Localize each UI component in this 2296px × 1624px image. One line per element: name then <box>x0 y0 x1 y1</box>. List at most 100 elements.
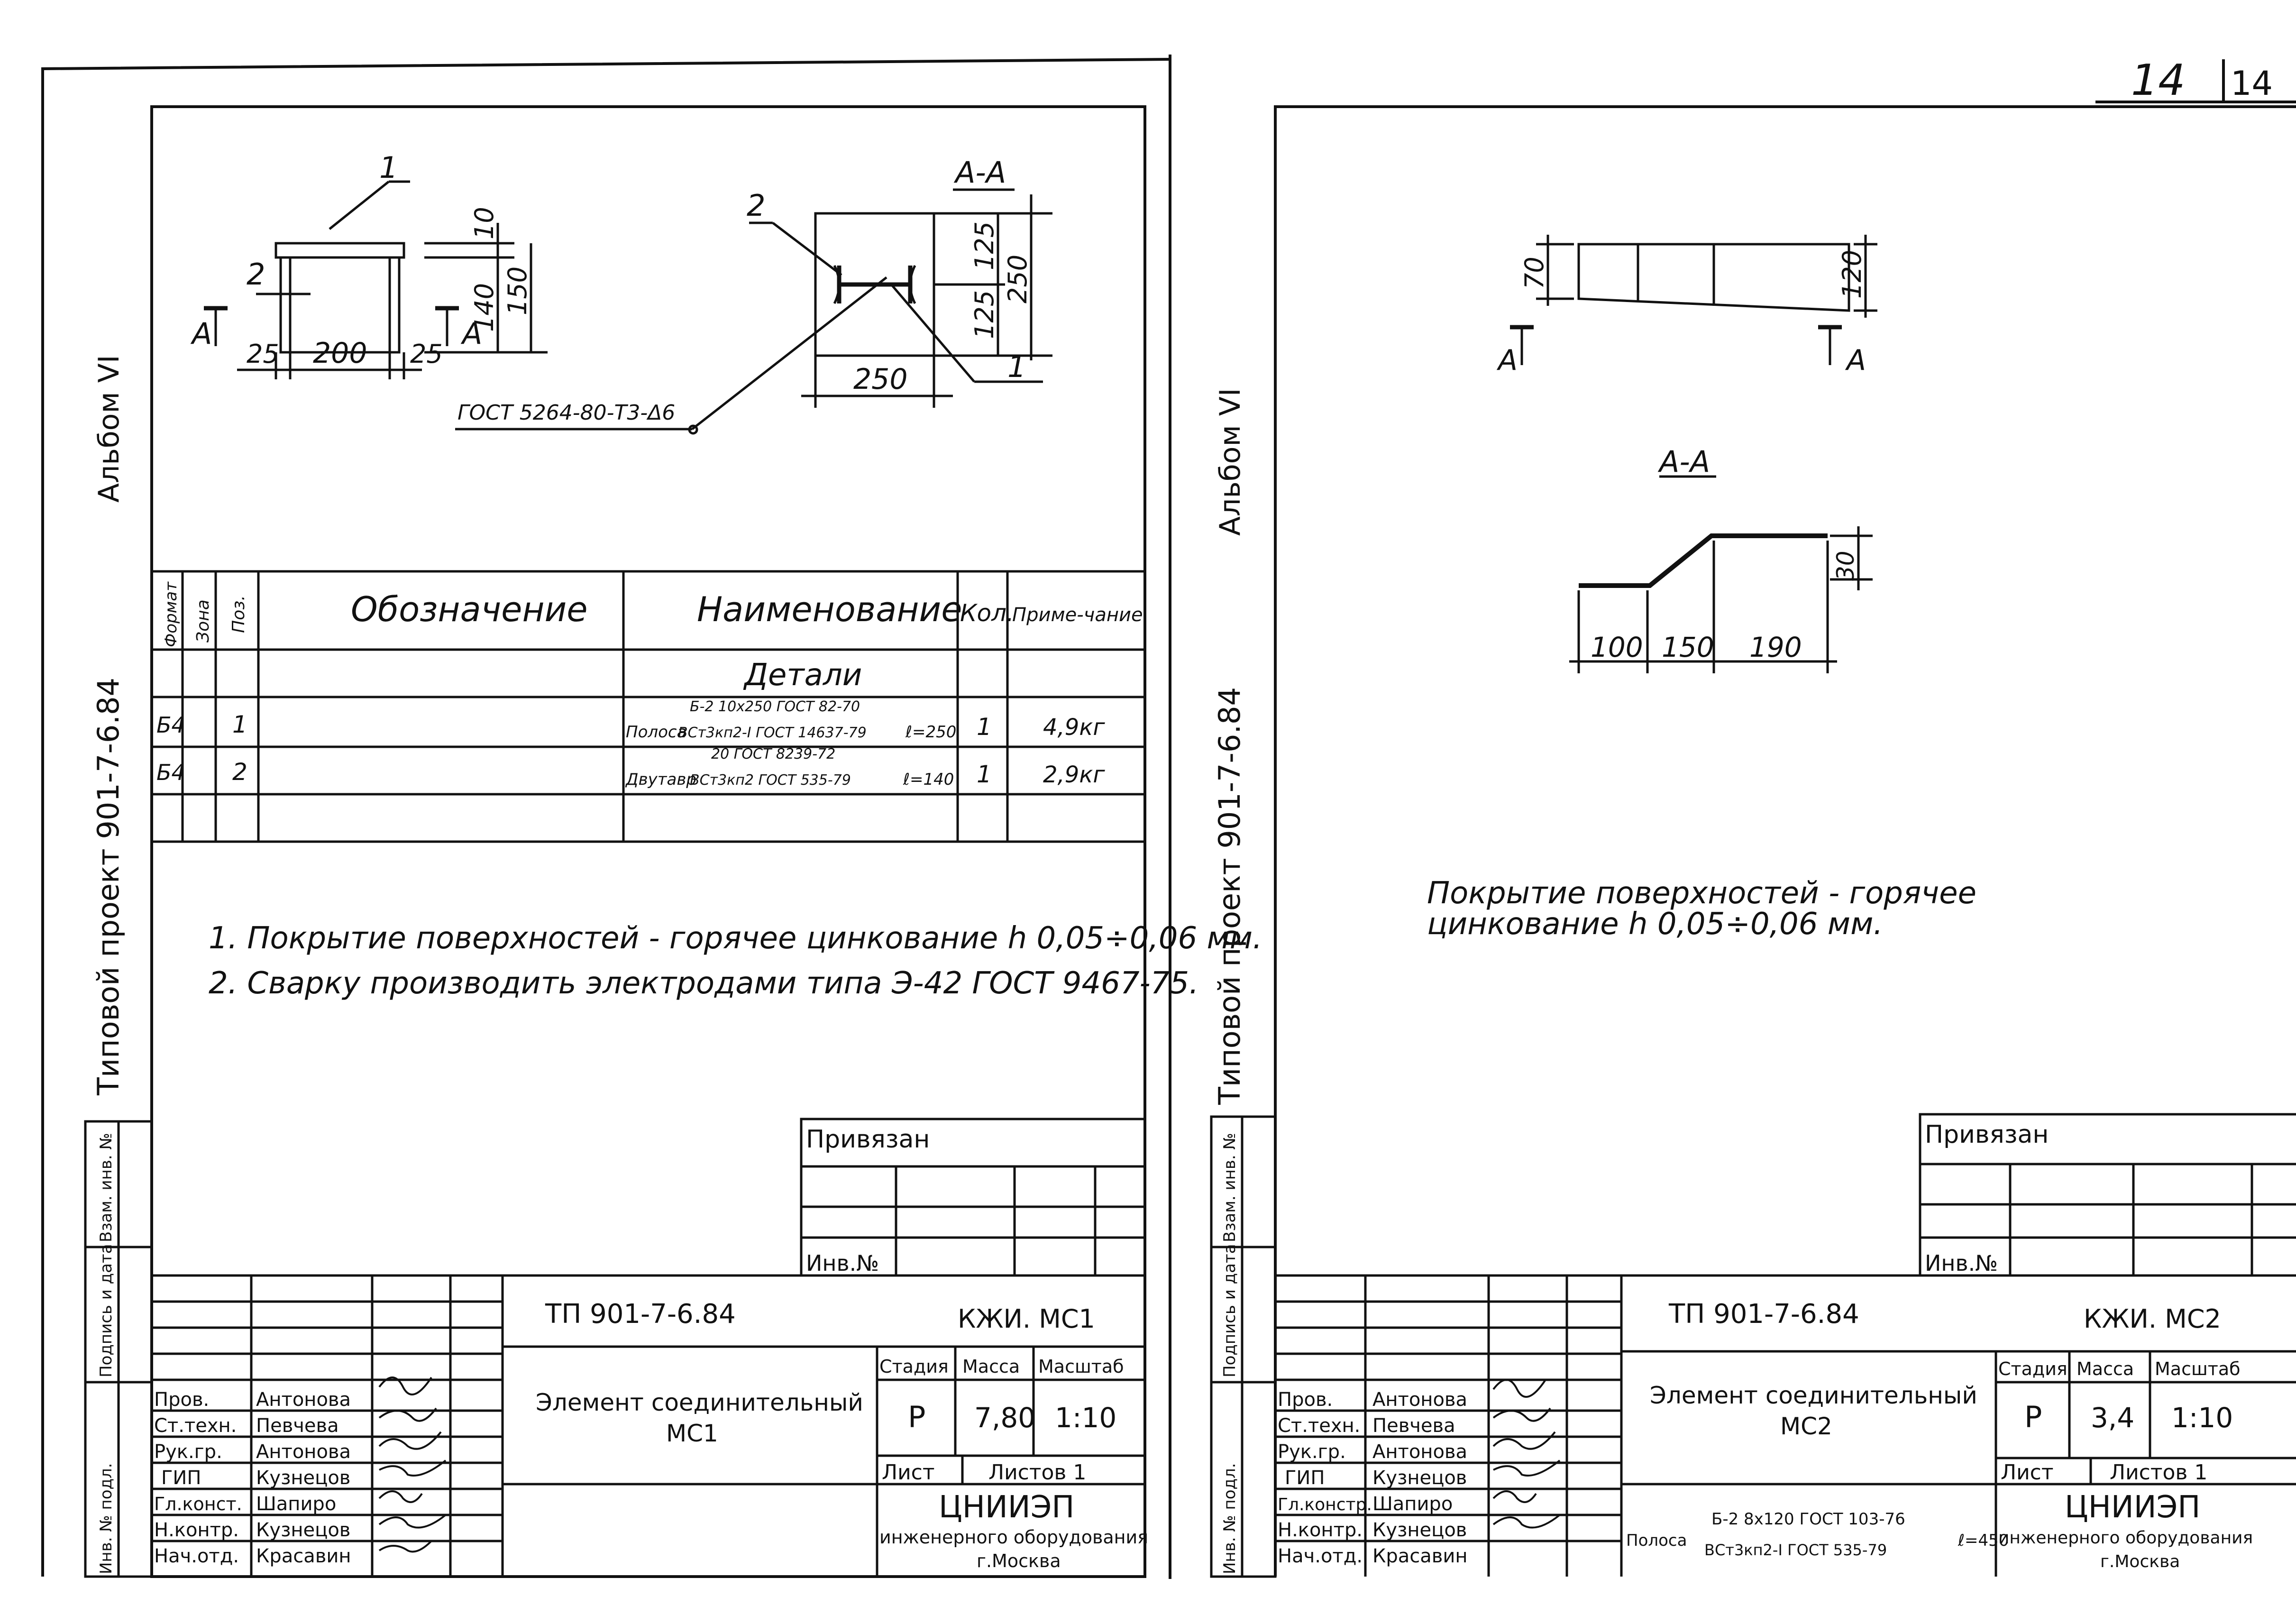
left-staff-name-2: Певчева <box>256 1415 339 1437</box>
right-part-view <box>1510 235 1877 365</box>
left-spec-h-designation: Обозначение <box>351 589 588 629</box>
left-staff-role-5: Гл.конст. <box>154 1494 242 1514</box>
left-spec-h-name: Наименование <box>697 589 962 629</box>
left-cut-label-a2: А <box>460 316 482 351</box>
right-staff-role-2: Ст.техн. <box>1278 1415 1360 1437</box>
right-dim-190: 190 <box>1749 631 1802 663</box>
right-dim-120: 120 <box>1837 250 1867 299</box>
left-spec-r2-note: 2,9кг <box>1043 762 1105 788</box>
left-spec-r1-bottom: ВСт3кп2-I ГОСТ 14637-79 <box>678 725 867 741</box>
right-staff-name-4: Кузнецов <box>1372 1467 1467 1489</box>
left-spec-r2-length: ℓ=140 <box>903 770 954 789</box>
right-sheet <box>1210 59 2296 1578</box>
right-tb-scale-h: Масштаб <box>2155 1358 2241 1379</box>
left-tb-mass: 7,80 <box>974 1402 1035 1434</box>
left-staff-name-1: Антонова <box>256 1389 351 1411</box>
left-stamp-sign: Подпись и дата <box>97 1244 116 1377</box>
right-title-block <box>1275 1274 2296 1577</box>
right-tb-code: ТП 901-7-6.84 <box>1668 1299 1859 1330</box>
left-pos2-label: 2 <box>247 257 265 292</box>
right-staff-name-6: Кузнецов <box>1372 1519 1467 1541</box>
right-staff-name-7: Красавин <box>1372 1545 1468 1567</box>
left-dim-140: 140 <box>469 283 499 332</box>
right-tb-stage: Р <box>2024 1400 2042 1434</box>
right-cut-a1: А <box>1496 344 1518 377</box>
right-staff-name-5: Шапиро <box>1372 1493 1453 1515</box>
left-spec-r1-prefix: Полоса <box>626 723 686 742</box>
left-dim-10: 10 <box>469 207 499 239</box>
left-note-1: 1. Покрытие поверхностей - горячее цинко… <box>209 921 1262 956</box>
right-staff-name-3: Антонова <box>1372 1441 1467 1463</box>
right-note-1: Покрытие поверхностей - горячее <box>1427 876 1976 911</box>
left-weld-mark: ГОСТ 5264-80-Т3-Δ6 <box>457 401 675 425</box>
right-tb-mark: КЖИ. МС2 <box>2084 1304 2221 1334</box>
left-spec-r2-pos: 2 <box>232 758 247 786</box>
left-dim-250v: 250 <box>1003 255 1033 303</box>
left-spec-r1-pos: 1 <box>232 711 247 738</box>
right-tb-sheets: Листов 1 <box>2110 1460 2207 1485</box>
left-staff-role-4: ГИП <box>161 1467 201 1489</box>
left-spec-h-zone: Зона <box>193 599 213 642</box>
left-staff-name-3: Антонова <box>256 1441 351 1463</box>
right-tb-mass: 3,4 <box>2091 1402 2134 1434</box>
left-spec-r1-top: Б-2 10x250 ГОСТ 82-70 <box>690 698 860 715</box>
left-pos1-label: 1 <box>379 150 398 185</box>
left-sec-pos2: 2 <box>747 188 765 223</box>
left-dim-250h: 250 <box>853 363 908 396</box>
right-privyazan-block <box>1919 1113 2296 1275</box>
left-tb-title2: МС1 <box>666 1420 718 1447</box>
left-spec-h-note: Приме-чание <box>1012 604 1143 626</box>
right-staff-role-4: ГИП <box>1285 1467 1325 1489</box>
left-spec-r1-qty: 1 <box>977 713 992 741</box>
left-note-2: 2. Сварку производить электродами типа Э… <box>209 966 1198 1001</box>
right-tb-scale: 1:10 <box>2171 1402 2233 1434</box>
left-spec-r1-format: Б4 <box>156 712 185 738</box>
right-staff-role-6: Н.контр. <box>1278 1519 1363 1541</box>
left-tb-sheets: Листов 1 <box>988 1460 1086 1485</box>
left-dim-25a: 25 <box>247 339 279 369</box>
right-frame <box>1274 105 2296 1577</box>
left-tb-scale: 1:10 <box>1055 1402 1116 1434</box>
right-tb-mass-h: Масса <box>2076 1358 2134 1379</box>
left-staff-role-6: Н.контр. <box>154 1519 239 1541</box>
left-spec-r2-format: Б4 <box>156 760 185 785</box>
right-tb-part-prefix: Полоса <box>1626 1531 1687 1550</box>
right-album-label: Альбом VI <box>1214 388 1247 536</box>
right-project-label: Типовой проект 901-7-6.84 <box>1212 687 1247 1105</box>
left-part-view <box>204 180 887 435</box>
left-dim-150: 150 <box>503 266 532 315</box>
right-side-stamp <box>1210 1115 1277 1578</box>
left-title-block <box>152 1274 1145 1577</box>
right-stamp-inv: Инв. № подл. <box>1220 1463 1239 1574</box>
right-section-view <box>1569 475 1873 673</box>
left-tb-scale-h: Масштаб <box>1038 1356 1124 1377</box>
left-tb-stage-h: Стадия <box>879 1356 949 1377</box>
left-spec-r2-top: 20 ГОСТ 8239-72 <box>711 746 835 762</box>
right-stamp-vzam: Взам. инв. № <box>1220 1133 1239 1242</box>
right-staff-role-7: Нач.отд. <box>1278 1545 1363 1567</box>
left-stamp-vzam: Взам. инв. № <box>97 1133 116 1242</box>
page-number: 14 <box>2131 55 2186 105</box>
left-tb-org-city: г.Москва <box>977 1551 1061 1571</box>
left-staff-name-6: Кузнецов <box>256 1519 350 1541</box>
left-album-label: Альбом VI <box>92 355 126 503</box>
left-spec-h-pos: Поз. <box>229 595 248 633</box>
left-tb-mark: КЖИ. МС1 <box>958 1304 1095 1334</box>
left-privyazan: Привязан <box>806 1125 930 1154</box>
right-staff-role-5: Гл.констр. <box>1278 1495 1372 1514</box>
left-section-view <box>749 188 1052 408</box>
left-tb-title1: Элемент соединительный <box>536 1389 863 1416</box>
left-spec-table <box>150 570 1146 843</box>
left-staff-name-4: Кузнецов <box>256 1467 350 1489</box>
left-stamp-inv: Инв. № подл. <box>97 1463 116 1574</box>
right-tb-title1: Элемент соединительный <box>1650 1382 1977 1409</box>
right-tb-sheet: Лист <box>2001 1460 2054 1485</box>
left-staff-role-7: Нач.отд. <box>154 1545 239 1567</box>
right-section-title: А-А <box>1657 444 1710 479</box>
right-tb-part-bottom: ВСт3кп2-I ГОСТ 535-79 <box>1704 1541 1887 1559</box>
left-spec-r1-length: ℓ=250 <box>905 723 956 742</box>
left-tb-mass-h: Масса <box>962 1356 1020 1377</box>
left-tb-stage: Р <box>908 1400 925 1434</box>
right-tb-stage-h: Стадия <box>1998 1358 2067 1379</box>
